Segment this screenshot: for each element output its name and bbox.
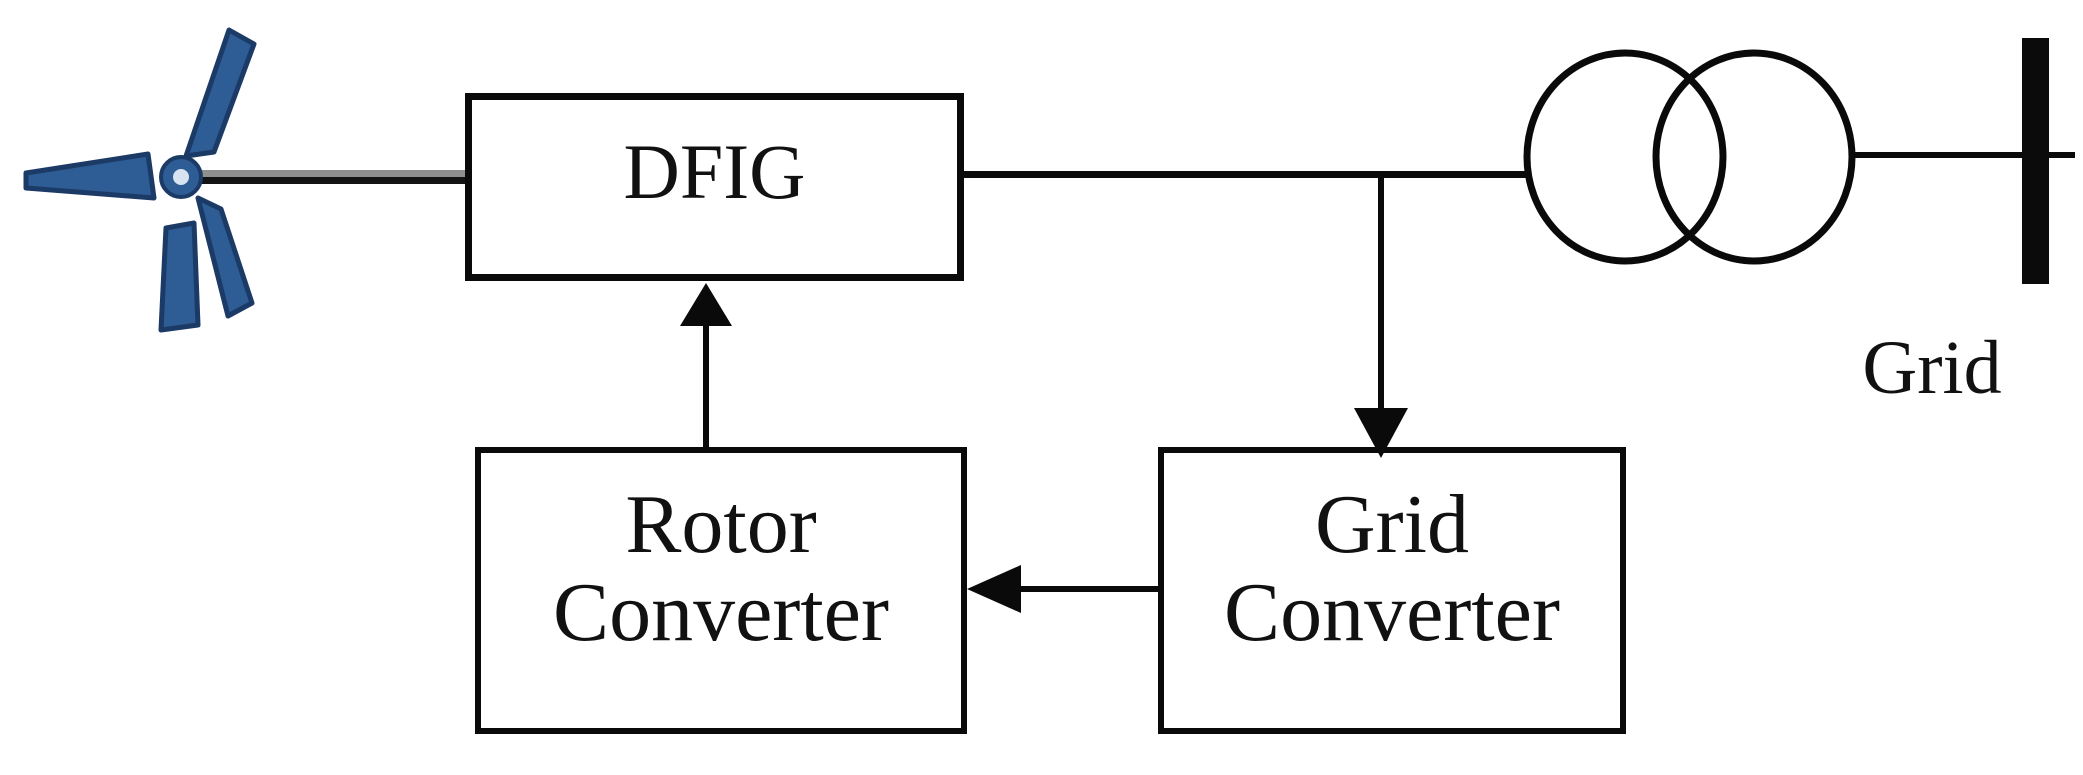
rotor-converter-label-line1: Rotor bbox=[625, 477, 817, 571]
rotor-converter-box: Rotor Converter bbox=[475, 447, 967, 734]
line-to-grid-converter-arrow bbox=[1354, 174, 1408, 458]
grid-bus-bar bbox=[2022, 38, 2049, 284]
rotor-to-dfig-arrow bbox=[680, 283, 732, 447]
grid-converter-label-line2: Converter bbox=[1224, 565, 1560, 659]
grid-bus-label: Grid bbox=[1862, 326, 2002, 410]
grid-to-rotor-arrow bbox=[967, 565, 1158, 613]
turbine-shaft bbox=[196, 170, 468, 184]
dfig-box: DFIG bbox=[465, 93, 964, 281]
transformer-icon bbox=[1523, 49, 1856, 265]
transformer-to-bus-line bbox=[1850, 152, 2075, 158]
dfig-label: DFIG bbox=[623, 128, 806, 215]
wind-turbine-icon bbox=[23, 27, 257, 333]
grid-converter-box: Grid Converter bbox=[1158, 447, 1626, 734]
rotor-converter-label-line2: Converter bbox=[553, 565, 889, 659]
grid-converter-label-line1: Grid bbox=[1315, 477, 1469, 571]
dfig-to-transformer-line bbox=[957, 171, 1530, 178]
